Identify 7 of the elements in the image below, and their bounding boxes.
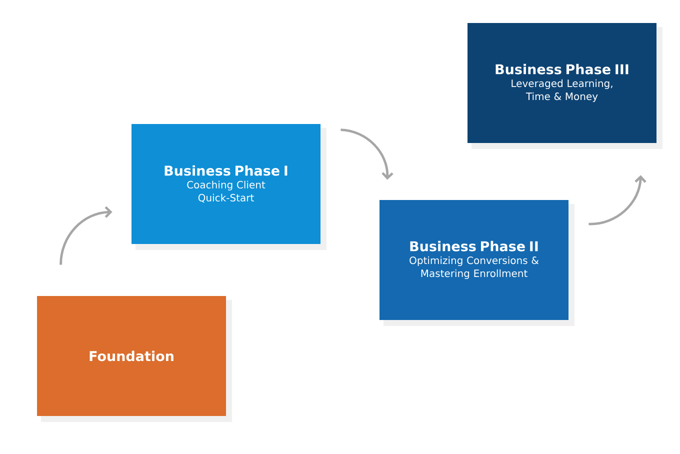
curved-arrow	[340, 128, 394, 180]
curved-arrow	[60, 206, 112, 265]
process-box: Foundation	[37, 296, 226, 416]
curved-arrow	[588, 175, 646, 226]
process-box: Business Phase II Optimizing Conversions & Mastering Enrollment	[380, 200, 568, 320]
process-box: Business Phase III Leveraged Learning, Time & Money	[468, 23, 656, 143]
process-box: Business Phase I Coaching Client Quick-Start	[132, 124, 320, 244]
